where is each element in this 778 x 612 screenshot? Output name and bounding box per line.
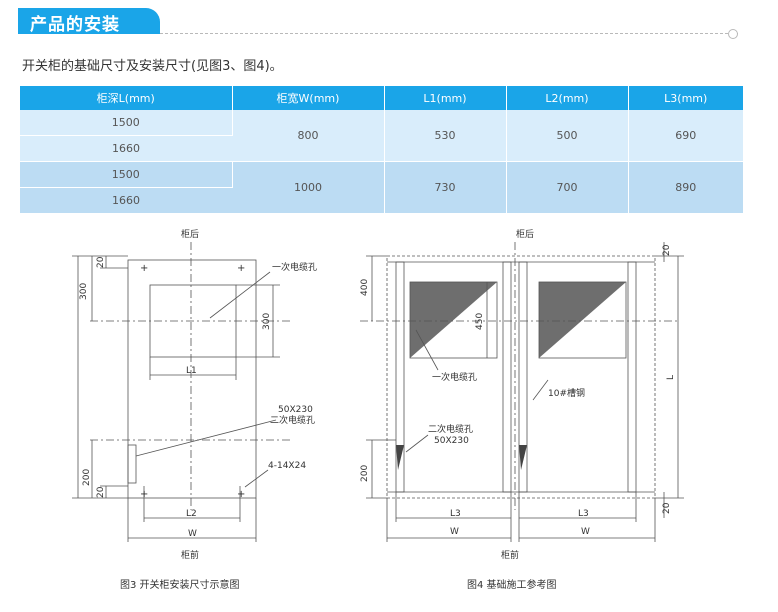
- figure-4-caption: 图4 基础施工参考图: [467, 580, 557, 591]
- width-cell: 800: [232, 110, 385, 162]
- dimension-table: 柜深L(mm) 柜宽W(mm) L1(mm) L2(mm) L3(mm) 150…: [20, 86, 743, 214]
- fig4-channel-steel-label: 10#槽钢: [548, 387, 585, 399]
- fig4-dim-200: 200: [360, 465, 370, 482]
- fig4-bottom-label: 柜前: [501, 549, 519, 561]
- header-width: 柜宽W(mm): [232, 86, 385, 110]
- table-row: 1660: [20, 187, 743, 214]
- l1-cell: 730: [384, 161, 507, 214]
- fig3-l1-label: L1: [186, 366, 197, 376]
- l2-cell: 700: [506, 161, 629, 214]
- divider-end-dot: [728, 29, 738, 39]
- header-l2: L2(mm): [506, 86, 629, 110]
- fig3-l2-label: L2: [186, 509, 197, 519]
- fig4-primary-cable-hole-label: 一次电缆孔: [432, 371, 477, 383]
- fig4-small-wedge-left: [396, 445, 404, 470]
- fig4-top-label: 柜后: [516, 228, 534, 240]
- depth-cell: 1660: [20, 187, 232, 214]
- fig4-wedge-right: [539, 282, 626, 358]
- header-l3: L3(mm): [628, 86, 743, 110]
- fig3-dim-300-left: 300: [79, 283, 89, 300]
- header-l1: L1(mm): [384, 86, 507, 110]
- fig3-secondary-size-label: 50X230: [278, 405, 313, 415]
- depth-cell: 1500: [20, 161, 233, 188]
- section-header-tab: [18, 8, 160, 34]
- fig3-x-mark: +: [140, 489, 148, 500]
- fig4-w-left-label: W: [450, 527, 459, 537]
- fig3-dim-20-bottom: 20: [96, 486, 106, 498]
- fig3-x-mark: +: [237, 489, 245, 500]
- fig4-dim-20-bottom: 20: [662, 502, 672, 514]
- header-depth: 柜深L(mm): [20, 86, 233, 110]
- fig4-dim-400: 400: [360, 279, 370, 296]
- fig3-dim-200: 200: [82, 469, 92, 486]
- table-row: 1660: [20, 135, 743, 162]
- fig4-secondary-size-label: 50X230: [434, 436, 469, 446]
- fig4-l-label: L: [666, 375, 676, 380]
- fig4-w-right-label: W: [581, 527, 590, 537]
- fig4-secondary-cable-hole-label: 二次电缆孔: [428, 423, 473, 435]
- header-divider: [160, 33, 738, 34]
- fig3-cabinet-outline: [127, 259, 257, 499]
- l1-cell: 530: [384, 110, 507, 162]
- fig3-mount-holes-label: 4-14X24: [268, 461, 306, 471]
- table-row: 1500 1000 730 700 890: [20, 161, 743, 214]
- section-title: 产品的安装: [30, 15, 120, 35]
- depth-cell: 1660: [20, 135, 232, 162]
- fig3-secondary-cable-hole: [127, 444, 137, 484]
- fig3-secondary-cable-hole-label: 二次电缆孔: [270, 414, 315, 426]
- fig3-primary-cable-hole-label: 一次电缆孔: [272, 261, 317, 273]
- fig4-small-wedge-right: [519, 445, 527, 470]
- fig3-x-mark: +: [237, 263, 245, 274]
- fig4-dim-450: 450: [475, 313, 485, 330]
- depth-cell: 1500: [20, 110, 233, 136]
- intro-text: 开关柜的基础尺寸及安装尺寸(见图3、图4)。: [22, 59, 283, 74]
- fig3-x-mark: +: [140, 263, 148, 274]
- fig4-wedge-left: [410, 282, 497, 358]
- l3-cell: 890: [628, 161, 743, 214]
- fig3-dim-300-right: 300: [262, 313, 272, 330]
- figure-3-caption: 图3 开关柜安装尺寸示意图: [120, 580, 240, 591]
- fig3-w-label: W: [188, 529, 197, 539]
- fig4-dim-20-top: 20: [662, 244, 672, 256]
- fig4-l3-left-label: L3: [450, 509, 461, 519]
- width-cell: 1000: [232, 161, 385, 214]
- fig4-l3-right-label: L3: [578, 509, 589, 519]
- fig3-top-label: 柜后: [181, 228, 199, 240]
- figure-3-drawing: + + + + 柜后 柜前 300 20 300 200 20 L1 L2 W …: [72, 228, 317, 561]
- section-header: 产品的安装: [0, 8, 778, 39]
- l2-cell: 500: [506, 110, 629, 162]
- fig3-dim-20-top: 20: [96, 256, 106, 268]
- fig3-bottom-label: 柜前: [181, 549, 199, 561]
- table-row: 1500 800 530 500 690: [20, 110, 743, 162]
- table-header-row: 柜深L(mm) 柜宽W(mm) L1(mm) L2(mm) L3(mm): [20, 86, 743, 110]
- l3-cell: 690: [628, 110, 743, 162]
- figure-4-drawing: 柜后 柜前 400 450 200 20 20 L 一次电缆孔 10#槽钢 二次…: [360, 228, 684, 561]
